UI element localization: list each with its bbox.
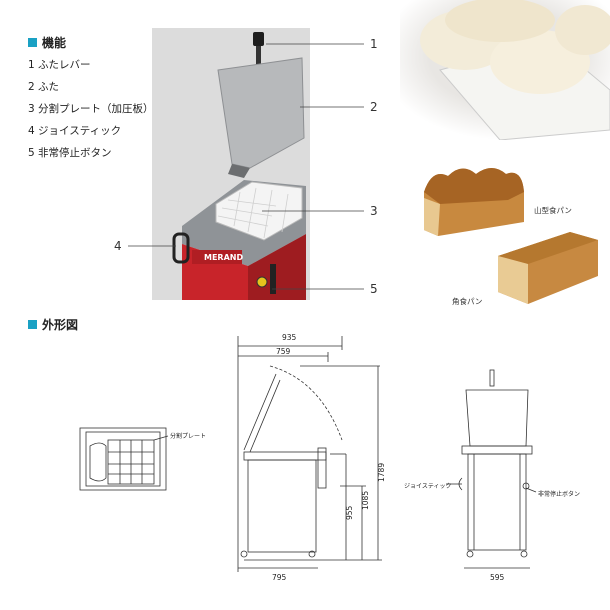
callout-label: 5 bbox=[370, 282, 378, 296]
top-view bbox=[79, 427, 169, 491]
callout-label: 2 bbox=[370, 100, 378, 114]
callout-label: 4 bbox=[114, 239, 122, 253]
section-marker-icon bbox=[28, 38, 37, 47]
kaku-bread-image bbox=[494, 226, 604, 308]
dough-photo bbox=[400, 0, 610, 141]
side-view bbox=[237, 336, 382, 572]
yama-bread-image bbox=[418, 158, 528, 238]
kaku-bread-label: 角食パン bbox=[452, 297, 483, 306]
dim-front-width: 595 bbox=[490, 573, 505, 582]
dough-illustration bbox=[400, 0, 610, 141]
callout-label: 1 bbox=[370, 37, 378, 51]
callout-label: 3 bbox=[370, 204, 378, 218]
dim-open-height: 1085 bbox=[361, 491, 370, 510]
estop-label: 非常停止ボタン bbox=[538, 490, 580, 498]
feature-item: 1 ふたレバー bbox=[28, 59, 91, 71]
feature-item: 5 非常停止ボタン bbox=[28, 147, 112, 159]
dim-overall-depth: 935 bbox=[282, 333, 297, 342]
yama-bread-label: 山型食パン bbox=[534, 206, 572, 215]
dim-base-depth: 795 bbox=[272, 573, 287, 582]
feature-item: 3 分割プレート（加圧板） bbox=[28, 103, 154, 115]
front-view bbox=[446, 369, 537, 569]
features-title: 機能 bbox=[28, 34, 66, 51]
dim-lid-depth: 759 bbox=[276, 347, 291, 356]
feature-list: 1 ふたレバー 2 ふた 3 分割プレート（加圧板） 4 ジョイスティック 5 … bbox=[28, 54, 154, 164]
machine-illustration: MERAND bbox=[172, 32, 306, 300]
machine-photo: MERAND bbox=[152, 28, 310, 300]
feature-item: 4 ジョイスティック bbox=[28, 125, 122, 137]
dim-total-height: 1789 bbox=[377, 463, 386, 482]
section-marker-icon bbox=[28, 320, 37, 329]
top-view-label: 分割プレート bbox=[170, 432, 206, 440]
outline-title: 外形図 bbox=[28, 316, 78, 333]
dim-table-height: 955 bbox=[345, 505, 354, 520]
feature-item: 2 ふた bbox=[28, 81, 60, 93]
brand-logo: MERAND bbox=[204, 253, 243, 262]
joystick-label: ジョイスティック bbox=[404, 483, 451, 490]
